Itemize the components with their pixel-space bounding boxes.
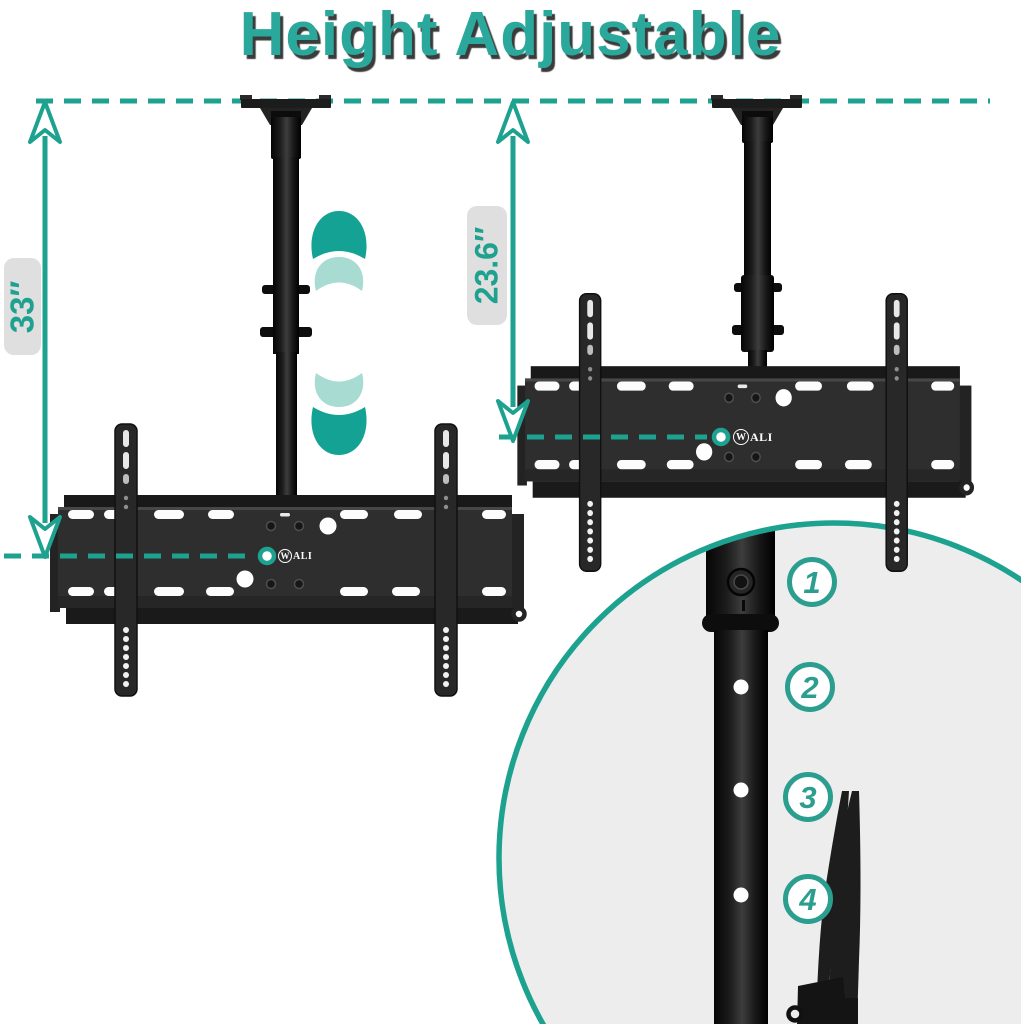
- page-title: Height Adjustable: [239, 0, 782, 69]
- callout-number: 1: [803, 564, 821, 600]
- up-arrow-chevron-icon: [311, 211, 367, 291]
- callout-number: 2: [801, 669, 819, 705]
- height-value-right: 23.6″: [468, 226, 505, 305]
- adjustment-hole-4: [733, 887, 749, 903]
- inner-tube: [714, 630, 768, 1024]
- callout-position-4: 4: [773, 874, 833, 924]
- callout-position-3: 3: [773, 772, 833, 822]
- callout-number: 3: [799, 779, 817, 815]
- callout-number: 4: [799, 881, 817, 917]
- callout-position-1: 1: [777, 557, 837, 607]
- brand-logo-text: ALI: [750, 429, 773, 444]
- zoom-detail-circle: [496, 520, 1021, 1024]
- left-mount: [50, 95, 525, 696]
- height-label-23-6: 23.6″: [467, 206, 507, 325]
- right-measure-arrow: [496, 100, 731, 447]
- brand-logo-left: W ALI: [278, 549, 312, 563]
- left-center-point-dot: [257, 546, 277, 566]
- down-arrow-chevron-icon: [311, 373, 367, 455]
- brand-logo-right: W ALI: [733, 429, 773, 445]
- left-measure-arrow: [4, 100, 277, 566]
- adjustment-hole-2: [733, 679, 749, 695]
- height-label-33: 33″: [4, 258, 41, 355]
- brand-logo-circle-w: W: [278, 549, 292, 563]
- right-center-point-dot: [711, 427, 731, 447]
- adjustment-hole-3: [733, 782, 749, 798]
- height-value-left: 33″: [3, 280, 41, 333]
- callout-position-2: 2: [775, 662, 835, 712]
- outer-tube: [706, 523, 775, 623]
- brand-logo-circle-w: W: [733, 429, 749, 445]
- right-mount: [517, 95, 972, 571]
- brand-logo-text: ALI: [293, 550, 313, 562]
